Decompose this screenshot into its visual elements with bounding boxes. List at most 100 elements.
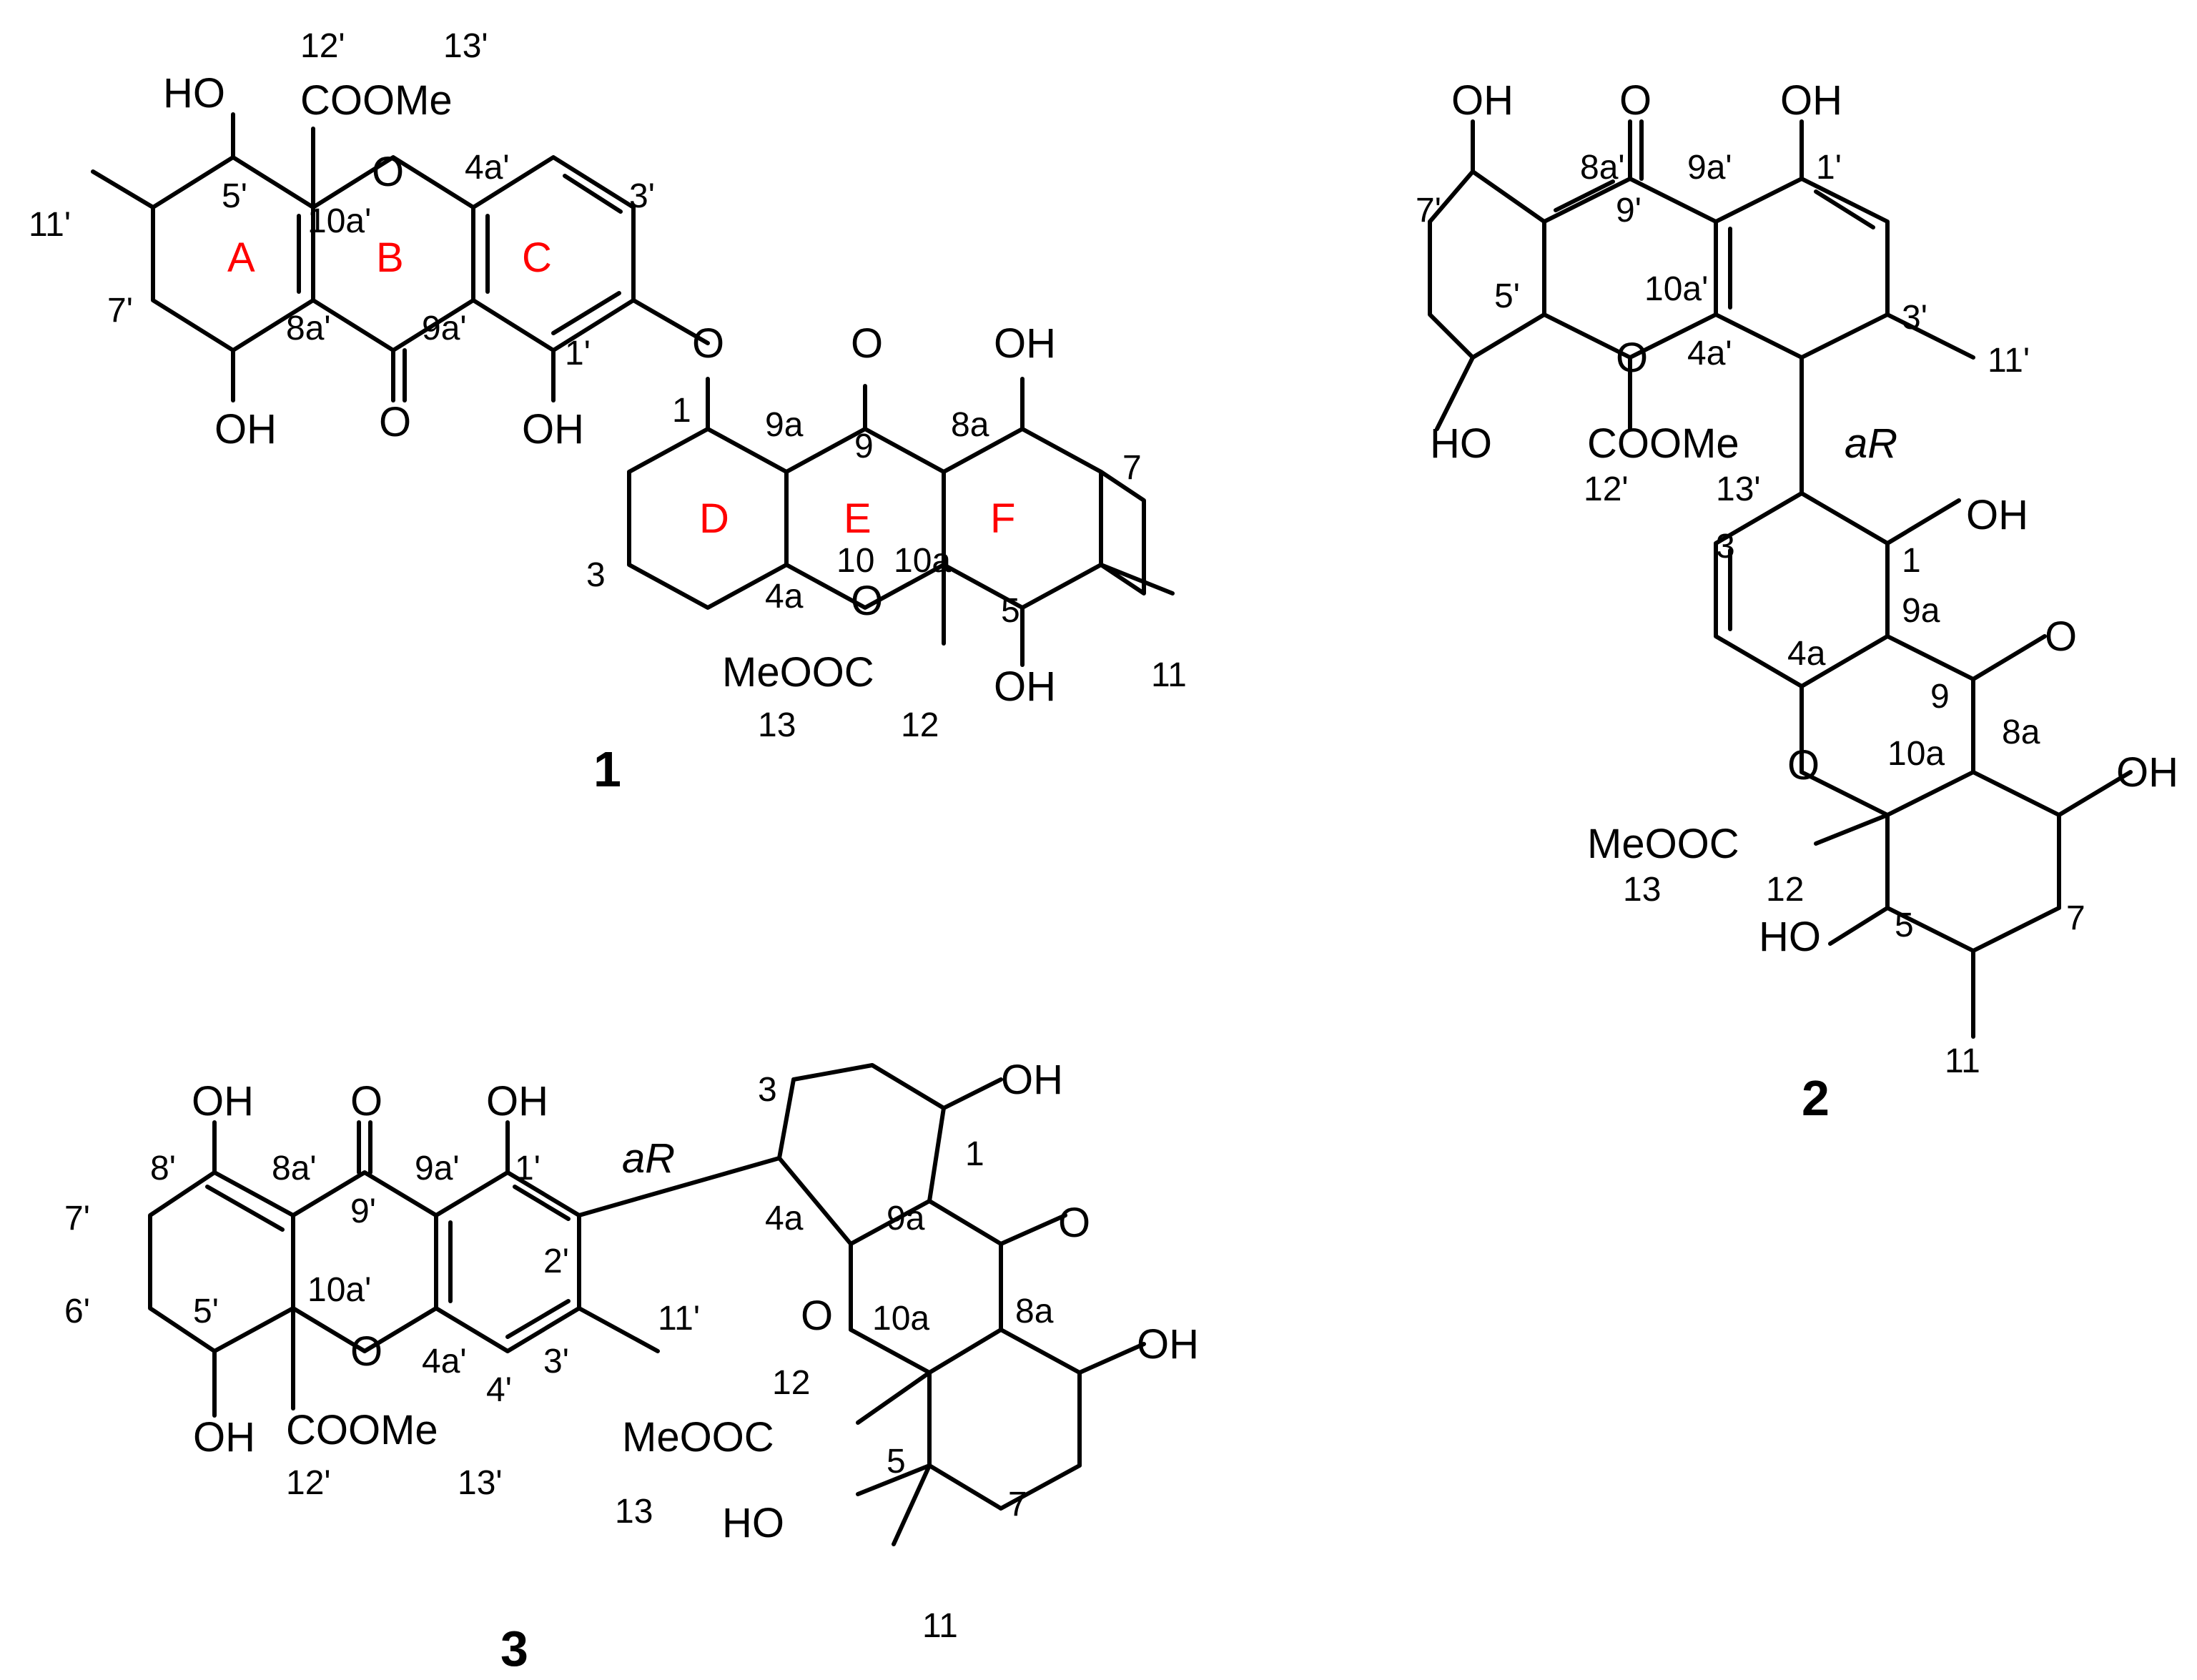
c2-locant-6: 10a' [1644, 270, 1708, 308]
c3-locant-23: 12 [772, 1364, 810, 1402]
c1-group-2: COOMe [300, 77, 453, 124]
c3-locant-1: 8' [150, 1150, 176, 1187]
c1-group-1: HO [163, 70, 225, 117]
c1-group-4: O [379, 399, 411, 445]
c2-locant-18: 8a [2002, 713, 2040, 751]
c2-group-3: OH [1780, 77, 1842, 124]
c3-locant-26: 7 [1008, 1486, 1027, 1523]
c3-locant-19: 4a [765, 1200, 804, 1237]
c2-locant-4: 9' [1616, 192, 1641, 229]
c1-locant-4: 3' [629, 177, 655, 215]
compound-1-id: 1 [593, 741, 621, 797]
c1-locant-19: 10a [894, 542, 951, 580]
c2-locant-13: 3 [1716, 528, 1735, 565]
c1-locant-1: 12' [300, 27, 345, 65]
c1-group-9: OH [994, 320, 1056, 367]
c2-locant-11: 12' [1584, 470, 1629, 508]
compound-3-structure [148, 1063, 1146, 1546]
c1-locant-11: 1' [565, 335, 591, 372]
c2-locant-19: 10a [1887, 735, 1945, 773]
c3-locant-14: 11' [658, 1300, 700, 1338]
c2-locant-2: 9a' [1687, 149, 1732, 187]
c3-axial-label: aR [622, 1135, 675, 1182]
c2-locant-3: 1' [1816, 149, 1842, 187]
c1-locant-23: 12 [901, 706, 939, 744]
c3-locant-13: 4' [486, 1371, 512, 1409]
c2-group-7: OH [1966, 492, 2028, 538]
c3-group-9: COOMe [286, 1407, 438, 1453]
c2-locant-22: 5 [1895, 906, 1914, 944]
c1-locant-22: 13 [758, 706, 796, 744]
c3-locant-21: 10a [872, 1300, 929, 1338]
c2-locant-12: 13' [1716, 470, 1761, 508]
c3-locant-16: 13' [458, 1464, 503, 1502]
c3-group-7: O [801, 1293, 833, 1339]
c3-locant-17: 3 [758, 1071, 777, 1109]
c1-ring-b: B [376, 234, 404, 281]
c1-locant-20: 4a [765, 578, 804, 616]
c3-locant-4: 1' [515, 1150, 540, 1187]
c1-locant-9: 8a' [286, 310, 331, 347]
c1-ring-d: D [699, 495, 729, 542]
c2-locant-24: 11 [1945, 1042, 1980, 1080]
c1-locant-15: 8a [951, 406, 989, 444]
c2-group-12: HO [1759, 914, 1821, 960]
c1-locant-24: 11 [1151, 656, 1187, 694]
c3-locant-24: 13 [615, 1493, 653, 1531]
c1-locant-17: 3 [586, 556, 606, 594]
compound-1-structure [91, 112, 1175, 667]
c3-group-11: HO [722, 1500, 784, 1546]
c1-group-6: OH [522, 406, 584, 453]
c1-locant-8: 7' [107, 292, 133, 330]
c1-locant-21: 5 [1001, 592, 1020, 630]
c2-axial-label: aR [1845, 420, 1897, 467]
c2-locant-23: 7 [2066, 899, 2085, 937]
c3-locant-11: 4a' [422, 1343, 467, 1380]
c3-locant-12: 3' [543, 1343, 569, 1380]
c3-locant-18: 1 [965, 1135, 984, 1173]
c1-ring-c: C [522, 234, 552, 281]
c2-locant-20: 13 [1623, 871, 1661, 909]
c2-group-2: O [1619, 77, 1652, 124]
c3-locant-10: 5' [193, 1293, 219, 1330]
compound-2-structure [1428, 119, 2133, 1039]
c1-group-10: O [851, 578, 883, 624]
compound-2-id: 2 [1802, 1070, 1830, 1126]
c1-group-11: MeOOC [722, 649, 874, 696]
c3-locant-22: 8a [1015, 1293, 1054, 1330]
c3-group-1: OH [192, 1078, 254, 1125]
c2-locant-9: 3' [1902, 299, 1927, 337]
c3-group-8: OH [1137, 1321, 1199, 1368]
c2-group-8: O [2045, 613, 2077, 660]
c2-locant-14: 1 [1902, 542, 1921, 580]
c1-locant-10: 9a' [422, 310, 467, 347]
c3-group-3: OH [486, 1078, 548, 1125]
c3-group-4: OH [1001, 1057, 1063, 1103]
c1-ring-f: F [990, 495, 1015, 542]
c3-locant-3: 9a' [415, 1150, 460, 1187]
c3-locant-2: 8a' [272, 1150, 317, 1187]
c3-locant-6: 9' [350, 1192, 376, 1230]
c2-locant-16: 4a [1787, 635, 1826, 673]
c1-locant-7: 10a' [307, 202, 371, 240]
c2-locant-10: 11' [1988, 342, 2030, 380]
c1-locant-16: 7 [1122, 449, 1142, 487]
c3-group-12: OH [193, 1414, 255, 1461]
c1-group-5: OH [214, 406, 277, 453]
c2-group-11: MeOOC [1587, 821, 1739, 867]
c2-group-5: HO [1430, 420, 1492, 467]
c3-locant-5: 7' [64, 1200, 90, 1237]
c2-group-10: OH [2116, 749, 2178, 796]
c1-locant-13: 9a [765, 406, 804, 444]
c1-group-7: O [692, 320, 724, 367]
c1-group-8: O [851, 320, 883, 367]
c3-group-10: MeOOC [622, 1414, 774, 1461]
c1-locant-2: 13' [443, 27, 488, 65]
c1-ring-e: E [844, 495, 872, 542]
c3-group-2: O [350, 1078, 382, 1125]
c3-locant-20: 9a [887, 1200, 925, 1237]
c1-locant-5: 11' [29, 206, 71, 244]
compound-3-id: 3 [500, 1621, 528, 1676]
c1-locant-6: 5' [222, 177, 247, 215]
